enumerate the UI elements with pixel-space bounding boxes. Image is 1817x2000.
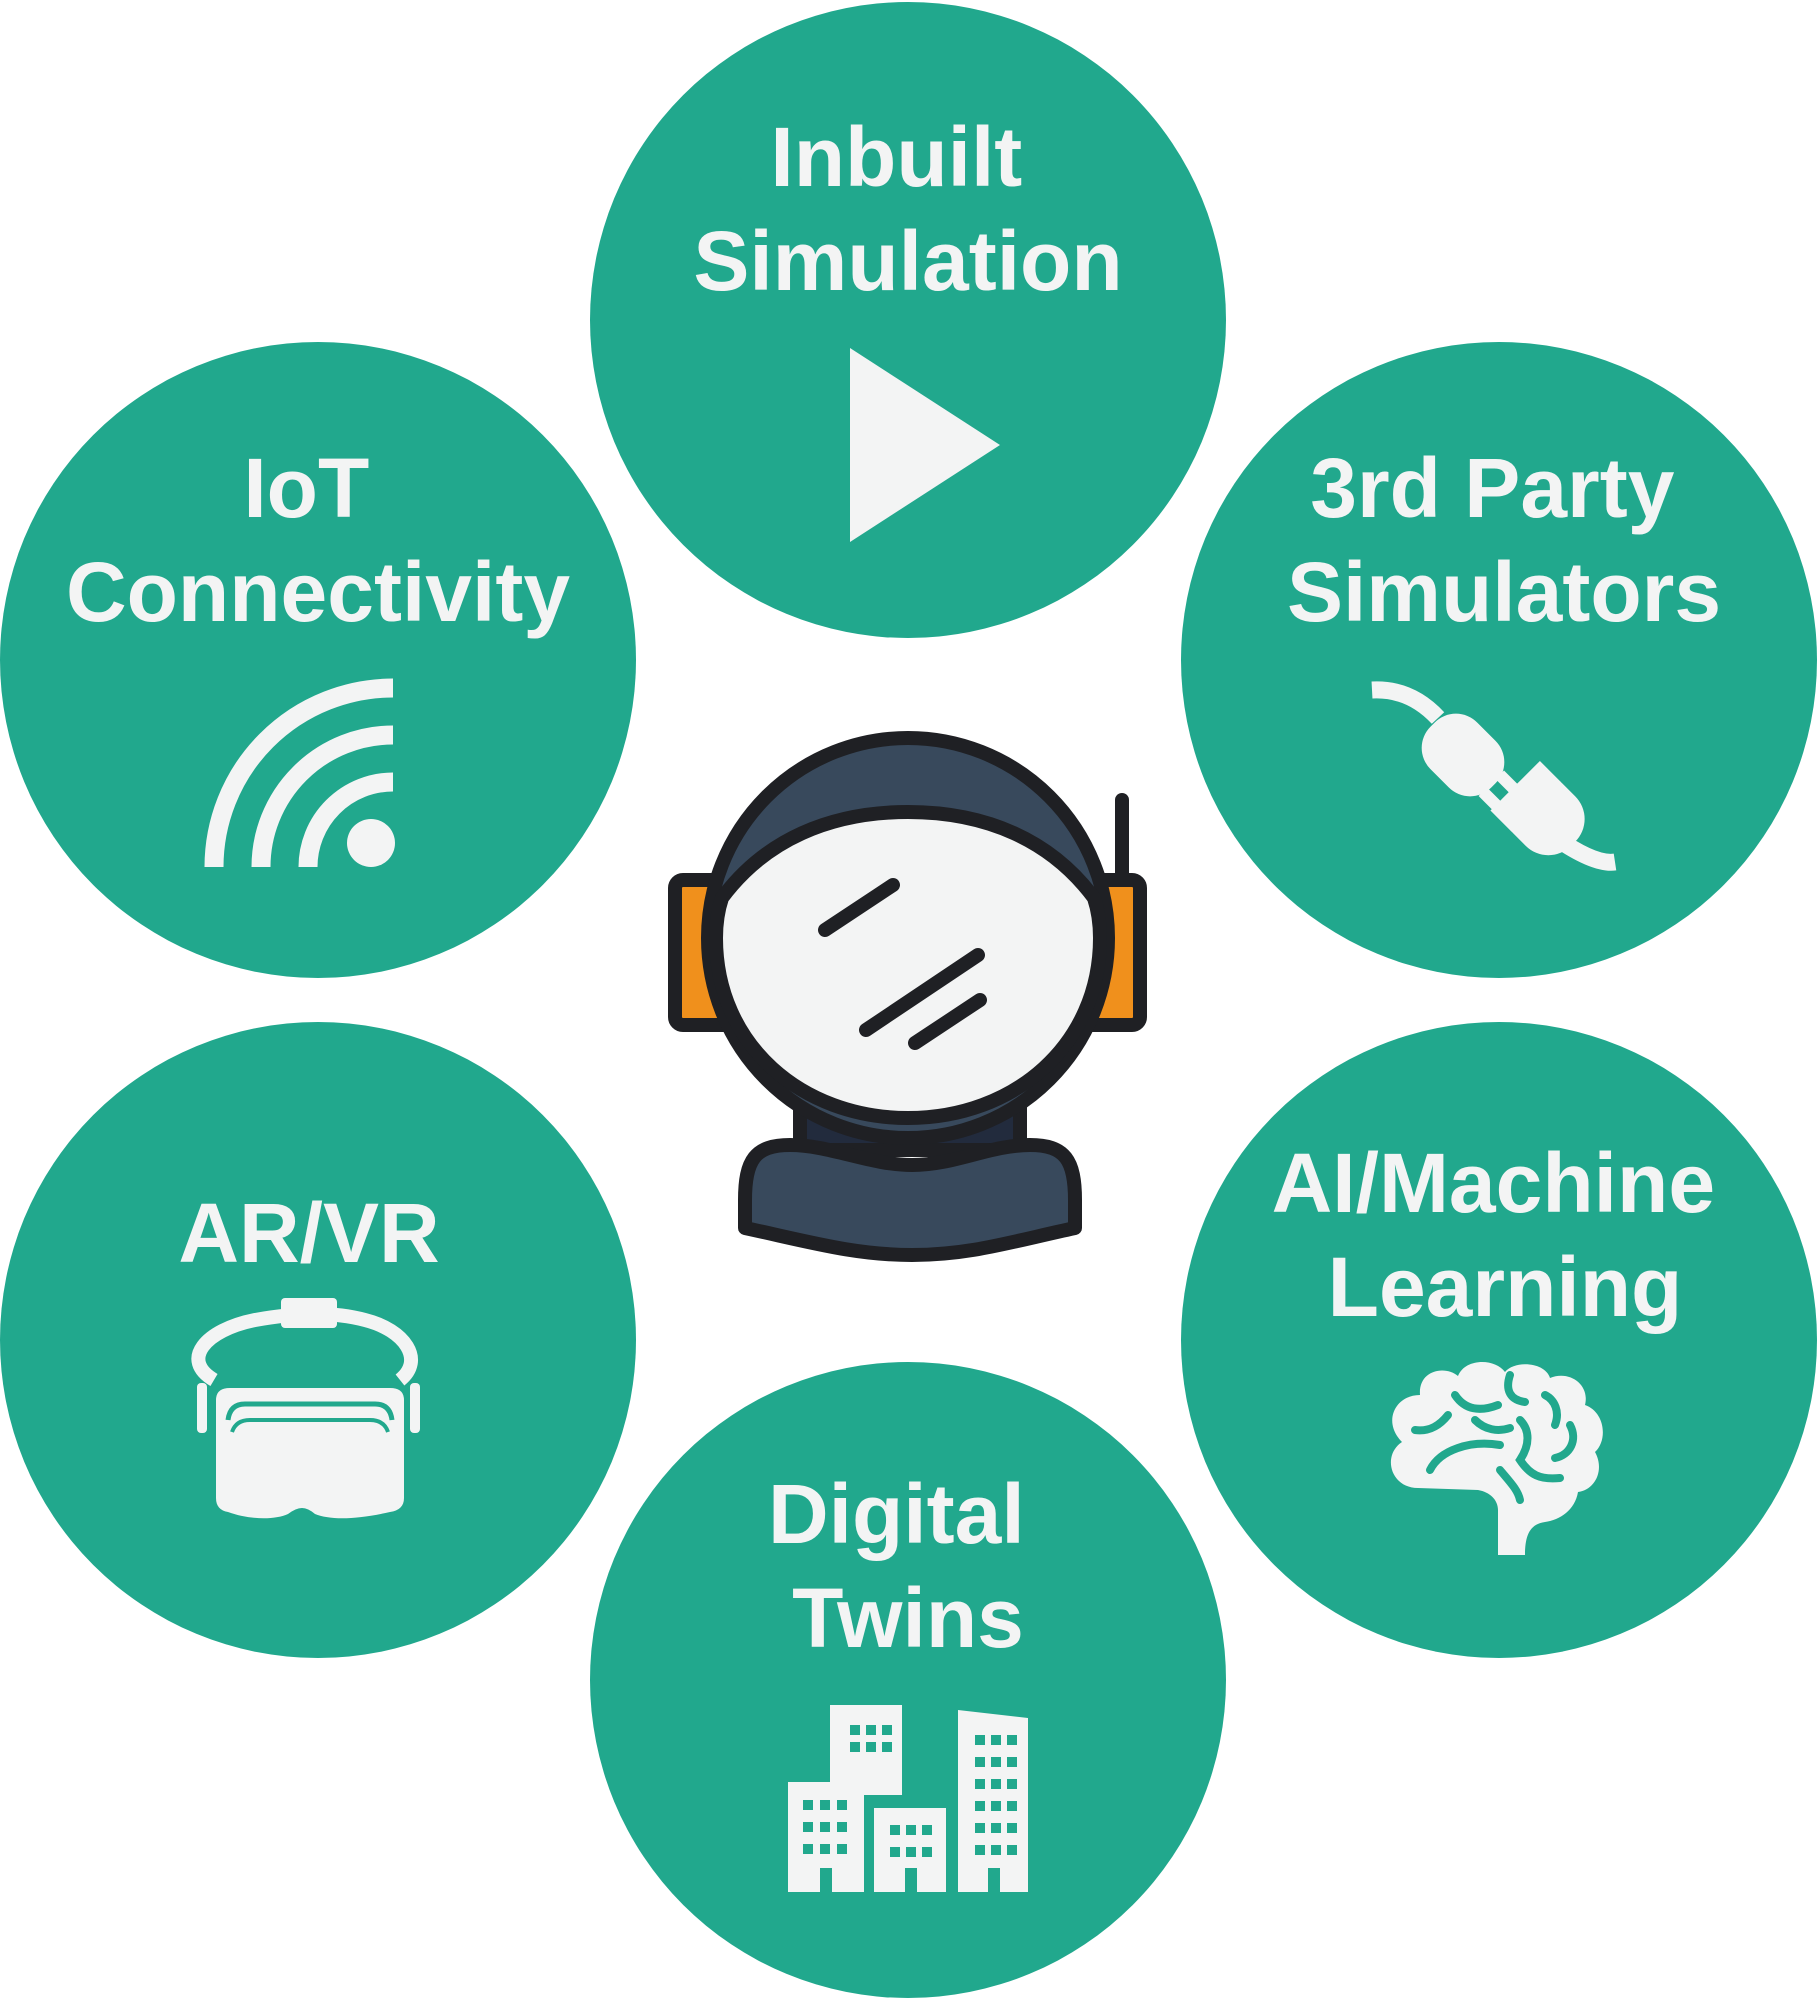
node-circle	[1181, 342, 1817, 978]
node-iot-connectivity: IoT Connectivity	[0, 342, 636, 978]
node-label: AI/Machine Learning	[1272, 1136, 1739, 1334]
node-circle	[1181, 1022, 1817, 1658]
plug-icon	[1371, 681, 1617, 871]
vr-headset-icon	[191, 1298, 420, 1519]
node-third-party-simulators: 3rd Party Simulators	[1181, 342, 1817, 978]
node-label: AR/VR	[178, 1186, 439, 1280]
astronaut-helmet-icon	[668, 731, 1147, 1262]
node-label: IoT Connectivity	[66, 441, 570, 639]
node-circle	[0, 1022, 636, 1658]
play-icon	[850, 348, 1000, 542]
node-digital-twins: Digital Twins	[590, 1362, 1226, 1998]
brain-icon	[1390, 1361, 1603, 1555]
node-inbuilt-simulation: Inbuilt Simulation	[590, 2, 1226, 638]
node-ai-machine-learning: AI/Machine Learning	[1181, 1022, 1817, 1658]
node-label: Inbuilt Simulation	[693, 110, 1122, 308]
node-ar-vr: AR/VR	[0, 1022, 636, 1658]
node-circle	[590, 2, 1226, 638]
node-circle	[590, 1362, 1226, 1998]
node-label: 3rd Party Simulators	[1287, 441, 1721, 639]
wifi-icon	[204, 678, 395, 868]
node-label: Digital Twins	[768, 1467, 1048, 1665]
buildings-icon	[788, 1705, 1028, 1892]
node-circle	[0, 342, 636, 978]
